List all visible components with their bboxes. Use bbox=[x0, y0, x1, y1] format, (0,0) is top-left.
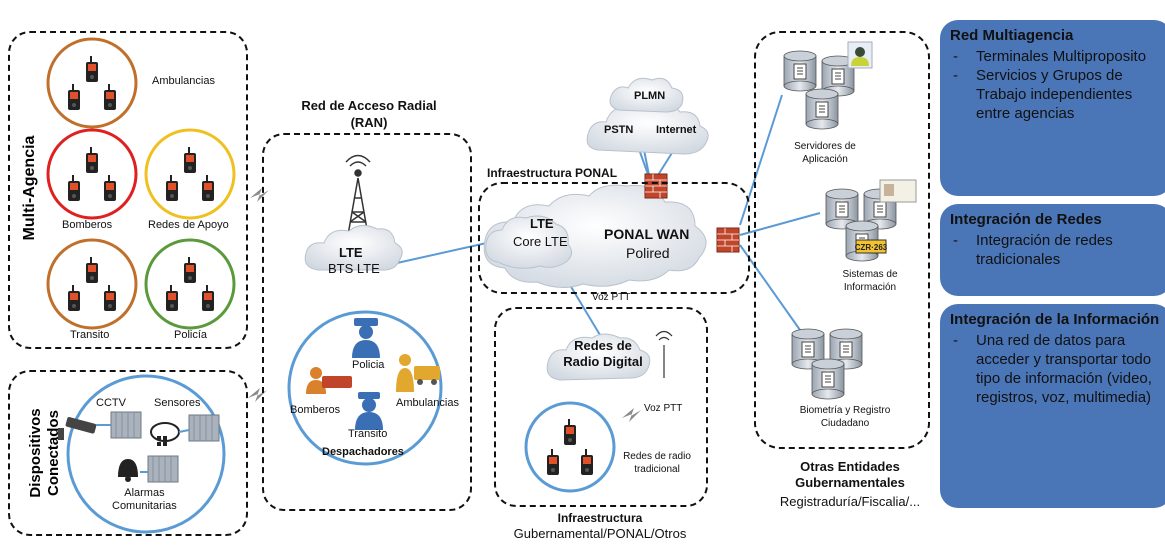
gov-voz-ptt-label: Voz PTT bbox=[644, 403, 683, 414]
redes-apoyo-label: Redes de Apoyo bbox=[148, 219, 229, 231]
ponal-title: Infraestructura PONAL bbox=[487, 166, 618, 180]
ponal-voz-ptt-label: Voz PTT bbox=[592, 292, 631, 303]
redes-apoyo-ring bbox=[144, 128, 236, 220]
sistemas-databases: CZR·263 bbox=[825, 179, 917, 262]
policia-label: Policía bbox=[174, 329, 208, 341]
panel-multiagencia-item: Terminales Multiproposito bbox=[950, 47, 1162, 66]
license-plate-icon: CZR·263 bbox=[855, 239, 888, 254]
paramedic-icon bbox=[396, 354, 440, 392]
dispatcher-figures bbox=[306, 318, 440, 430]
panel-integracion-redes: Integración de Redes Integración de rede… bbox=[940, 204, 1165, 296]
traditional-radio-ring bbox=[524, 401, 616, 493]
pstn-label: PSTN bbox=[604, 124, 634, 136]
policia-ring bbox=[144, 238, 236, 330]
ambulancias-ring bbox=[46, 37, 138, 129]
dispatchers-ring bbox=[287, 310, 443, 466]
agency-rings bbox=[46, 37, 236, 330]
core-lte-label: Core LTE bbox=[513, 234, 568, 249]
ambulancias-label: Ambulancias bbox=[152, 75, 215, 87]
dispatcher-bomberos-label: Bomberos bbox=[290, 404, 341, 416]
panel-integracion-info-title: Integración de la Información bbox=[950, 311, 1160, 328]
bomberos-label: Bomberos bbox=[62, 219, 113, 231]
cctv-icon bbox=[58, 416, 97, 440]
multi-agencia-title: Multi-Agencia bbox=[21, 135, 38, 241]
dispositivos-title-line2: Conectados bbox=[45, 410, 62, 496]
plmn-cloud bbox=[609, 77, 684, 113]
panel-integracion-redes-list: Integración de redes tradicionales bbox=[950, 231, 1162, 269]
lte-bts-label: LTE bbox=[339, 245, 363, 260]
lte-tower-icon bbox=[345, 154, 371, 236]
bell-icon bbox=[118, 459, 138, 482]
infra-gubernamental-title: Infraestructura bbox=[557, 511, 643, 525]
servidores-databases bbox=[783, 41, 873, 130]
bts-lte-label: BTS LTE bbox=[328, 261, 380, 276]
dispatcher-transito-label: Transito bbox=[348, 428, 388, 440]
device-icons bbox=[58, 411, 220, 483]
panel-red-multiagencia: Red Multiagencia Terminales Multiproposi… bbox=[940, 20, 1165, 196]
transito-ring bbox=[46, 238, 138, 330]
panel-multiagencia-list: Terminales Multiproposito Servicios y Gr… bbox=[950, 47, 1162, 123]
ponal-group bbox=[478, 182, 750, 294]
dispatcher-ambulancias-label: Ambulancias bbox=[396, 397, 459, 409]
core-lte-title: LTE bbox=[530, 216, 554, 231]
firefighter-icon bbox=[306, 367, 352, 394]
radio-digital-cloud bbox=[546, 333, 651, 381]
officer-photo-icon bbox=[847, 41, 873, 69]
sensores-label: Sensores bbox=[154, 397, 201, 409]
internet-label: Internet bbox=[656, 124, 697, 136]
otras-entidades-group bbox=[754, 31, 930, 449]
lte-bts-cloud bbox=[304, 225, 403, 271]
wireless-bolt-icons bbox=[248, 188, 641, 422]
radio-antenna-icon bbox=[655, 330, 673, 378]
ran-title: Red de Acceso Radial(RAN) bbox=[301, 98, 437, 130]
otras-entidades-sub: Registraduría/Fiscalia/... bbox=[779, 494, 921, 509]
ran-group bbox=[262, 133, 472, 511]
bomberos-ring bbox=[46, 128, 138, 220]
svg-text:CZR·263: CZR·263 bbox=[855, 243, 888, 252]
panel-multiagencia-title: Red Multiagencia bbox=[950, 27, 1074, 44]
ponal-cloud bbox=[483, 184, 707, 288]
polired-label: Polired bbox=[626, 245, 670, 261]
panel-integracion-informacion: Integración de la Información Una red de… bbox=[940, 304, 1165, 508]
gobierno-radio-group bbox=[494, 307, 708, 507]
id-card-icon bbox=[879, 179, 917, 203]
dispatcher-policia-label: Policia bbox=[352, 359, 385, 371]
devices-ring bbox=[66, 374, 226, 534]
police-officer-icon bbox=[352, 318, 380, 358]
panel-integracion-info-item: Una red de datos para acceder y transpor… bbox=[950, 331, 1162, 407]
panel-integracion-redes-title: Integración de Redes bbox=[950, 211, 1102, 228]
dispositivos-group bbox=[8, 370, 248, 536]
despachadores-label: Despachadores bbox=[322, 446, 404, 458]
cctv-label: CCTV bbox=[96, 397, 126, 409]
dispositivos-title-line1: Dispositivos bbox=[27, 408, 44, 498]
panel-integracion-redes-item: Integración de redes tradicionales bbox=[950, 231, 1162, 269]
transito-label: Transito bbox=[70, 329, 110, 341]
panel-integracion-info-list: Una red de datos para acceder y transpor… bbox=[950, 331, 1162, 407]
multi-agencia-group bbox=[8, 31, 248, 349]
plmn-label: PLMN bbox=[634, 90, 666, 102]
ponal-wan-label: PONAL WAN bbox=[604, 226, 690, 242]
infra-gubernamental-sub: Gubernamental/PONAL/Otros bbox=[513, 526, 687, 541]
panel-multiagencia-item: Servicios y Grupos de Trabajo independie… bbox=[950, 66, 1162, 123]
traffic-officer-icon bbox=[355, 392, 383, 430]
